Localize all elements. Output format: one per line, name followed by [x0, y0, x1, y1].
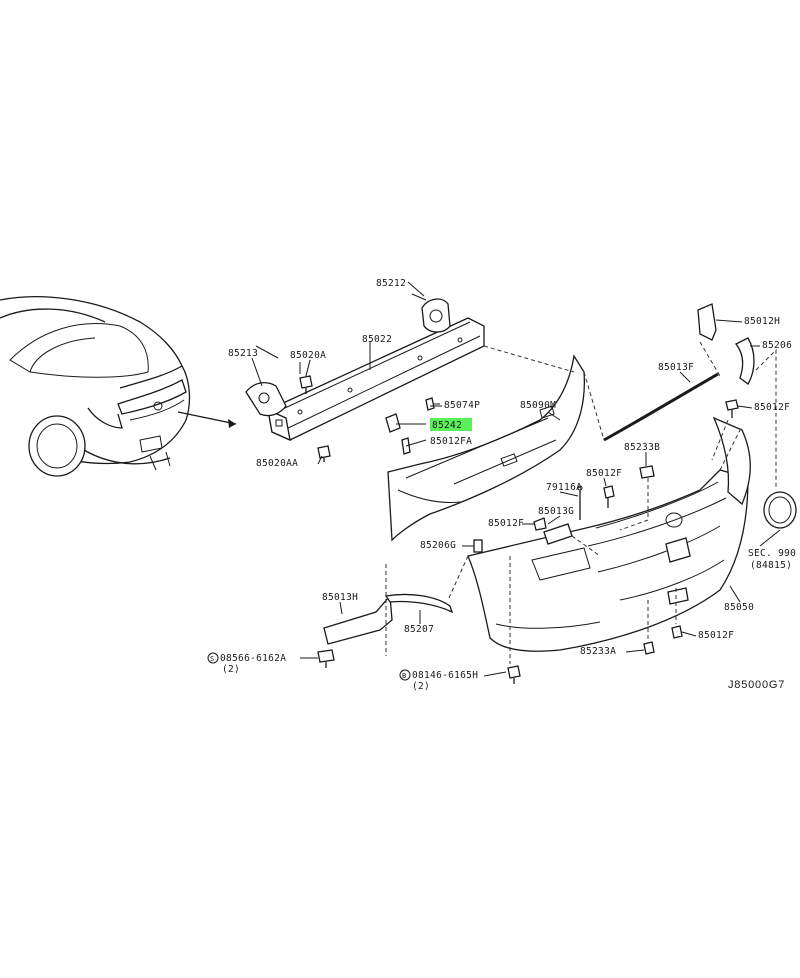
label-85206: 85206	[762, 340, 792, 351]
label-85012F-left: 85012F	[488, 518, 524, 529]
label-85233B: 85233B	[624, 442, 660, 453]
label-84815: (84815)	[750, 560, 792, 571]
label-85233A: 85233A	[580, 646, 616, 657]
label-ticks	[251, 281, 781, 677]
label-85022: 85022	[362, 334, 392, 345]
label-85090M: 85090M	[520, 400, 556, 411]
leader-lines	[385, 341, 777, 664]
label-qty-08146: (2)	[412, 681, 430, 692]
label-85012H: 85012H	[744, 316, 780, 327]
label-85206G: 85206G	[420, 540, 456, 551]
label-sec-990: SEC. 990	[748, 548, 796, 559]
s-circle-icon	[207, 652, 219, 664]
label-85020AA: 85020AA	[256, 458, 298, 469]
car-overview	[0, 296, 237, 477]
label-85020A: 85020A	[290, 350, 326, 361]
label-85013F: 85013F	[658, 362, 694, 373]
upper-fascia	[387, 354, 586, 542]
small-parts	[317, 303, 755, 684]
label-85207: 85207	[404, 624, 434, 635]
b-symbol: B	[402, 672, 407, 680]
label-85012FA: 85012FA	[430, 436, 472, 447]
highlight-85242	[430, 418, 472, 431]
label-85012F-center: 85012F	[586, 468, 622, 479]
b-circle-icon	[399, 669, 411, 681]
label-08566-6162A: 08566-6162A	[220, 653, 286, 664]
label-85213: 85213	[228, 348, 258, 359]
label-qty-08566: (2)	[222, 664, 240, 675]
label-85012F-right: 85012F	[754, 402, 790, 413]
label-08146-6165H: 08146-6165H	[412, 670, 478, 681]
label-85013H: 85013H	[322, 592, 358, 603]
label-85074P: 85074P	[444, 400, 480, 411]
label-85212: 85212	[376, 278, 406, 289]
drawing-code: J85000G7	[728, 679, 785, 691]
label-85242: 85242	[432, 420, 462, 431]
s-symbol: S	[210, 655, 215, 663]
label-85012F-bottom: 85012F	[698, 630, 734, 641]
bumper-reinforcement	[245, 293, 485, 465]
label-85013G: 85013G	[538, 506, 574, 517]
part-labels: 85212 85022 85213 85020A 85074P 85242 85…	[207, 278, 796, 692]
label-85050: 85050	[724, 602, 754, 613]
rear-bumper-fascia	[467, 372, 797, 652]
label-79116A: 79116A	[546, 482, 582, 493]
